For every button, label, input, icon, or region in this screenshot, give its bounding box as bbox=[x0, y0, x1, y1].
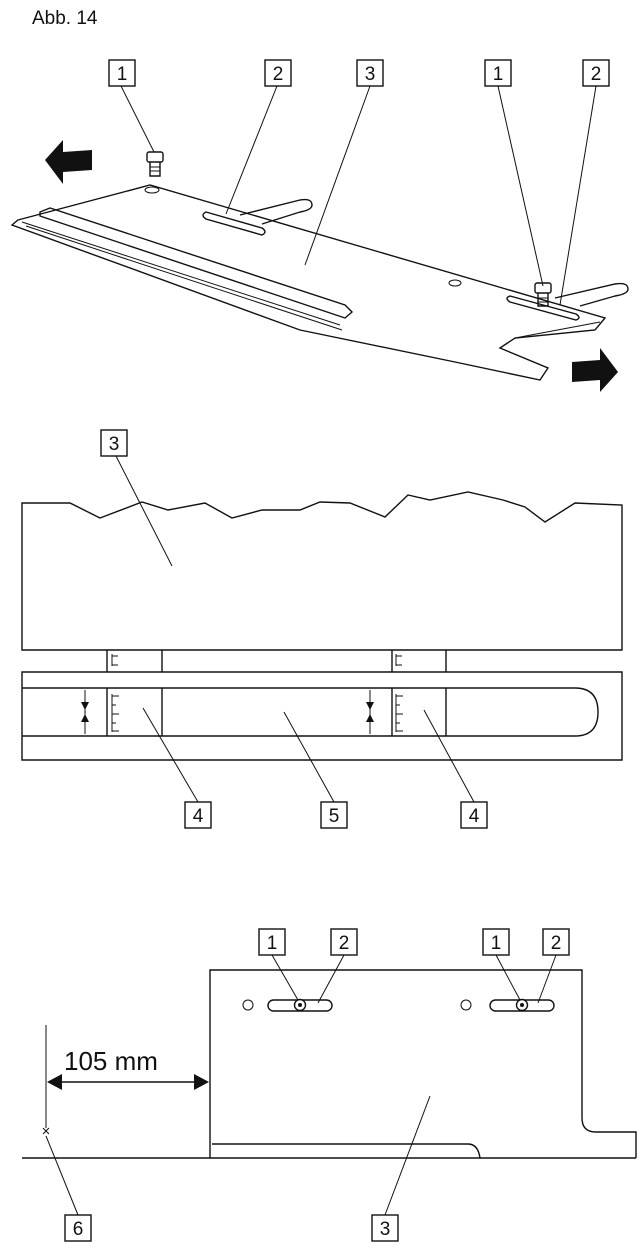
figure-title: Abb. 14 bbox=[32, 8, 98, 29]
leader-2-bottom-right bbox=[537, 954, 557, 1004]
svg-text:3: 3 bbox=[109, 434, 120, 455]
arrow-left-icon bbox=[45, 140, 92, 184]
leader-3-top bbox=[304, 85, 371, 266]
screw-head-left-icon bbox=[293, 998, 307, 1012]
svg-text:6: 6 bbox=[73, 1219, 84, 1240]
slotted-rail bbox=[21, 671, 623, 761]
channel-outline bbox=[22, 687, 599, 737]
svg-text:2: 2 bbox=[273, 64, 284, 85]
callout-1-bottom-left: 1 bbox=[258, 928, 286, 956]
tick-mark-left-upper bbox=[111, 654, 118, 666]
leader-4-left bbox=[142, 707, 199, 803]
plate-side-outline bbox=[209, 969, 637, 1158]
slot-right bbox=[506, 295, 580, 321]
gap-arrow-left-icon bbox=[81, 690, 89, 734]
plate-broken-section bbox=[21, 491, 623, 651]
svg-text:3: 3 bbox=[365, 64, 376, 85]
svg-text:4: 4 bbox=[469, 806, 480, 827]
scale-detail-view: 3 4 5 4 bbox=[21, 429, 623, 829]
svg-text:3: 3 bbox=[380, 1219, 391, 1240]
scale-connectors bbox=[106, 650, 447, 672]
slot-left bbox=[202, 211, 266, 236]
leader-2-left bbox=[225, 85, 278, 215]
callout-1-top-left: 1 bbox=[108, 59, 136, 87]
svg-text:4: 4 bbox=[193, 806, 204, 827]
callout-2-top-left: 2 bbox=[264, 59, 292, 87]
callout-5: 5 bbox=[320, 801, 348, 829]
leader-3-middle bbox=[115, 455, 173, 567]
callout-2-bottom-right: 2 bbox=[542, 928, 570, 956]
positioning-view: 105 mm 1 2 1 2 6 3 bbox=[22, 928, 637, 1242]
screw-head-right-icon bbox=[515, 998, 529, 1012]
tab-left bbox=[239, 198, 313, 225]
tab-right bbox=[554, 282, 629, 307]
callout-4-right: 4 bbox=[460, 801, 488, 829]
svg-text:2: 2 bbox=[551, 933, 562, 954]
svg-text:2: 2 bbox=[339, 933, 350, 954]
svg-text:1: 1 bbox=[267, 933, 278, 954]
leader-1-bottom-left bbox=[271, 954, 299, 1001]
tick-mark-right-upper bbox=[395, 654, 402, 666]
scale-block-edges bbox=[106, 688, 447, 736]
screw-right-icon bbox=[534, 282, 552, 307]
svg-text:1: 1 bbox=[117, 64, 128, 85]
leader-1-left bbox=[120, 85, 155, 153]
callout-3-middle: 3 bbox=[100, 429, 128, 457]
hole-left bbox=[144, 186, 160, 194]
leader-4-right bbox=[423, 709, 475, 803]
callout-2-bottom-left: 2 bbox=[330, 928, 358, 956]
isometric-plate-view: 1 2 3 1 2 bbox=[10, 59, 629, 392]
svg-text:1: 1 bbox=[493, 64, 504, 85]
dimension-label: 105 mm bbox=[64, 1046, 158, 1076]
plate-bottom-rail bbox=[212, 1143, 481, 1159]
rail-shadow-line-2 bbox=[25, 225, 343, 331]
callout-1-top-right: 1 bbox=[484, 59, 512, 87]
screw-left-icon bbox=[146, 151, 164, 177]
svg-text:5: 5 bbox=[329, 806, 340, 827]
callout-3-top: 3 bbox=[356, 59, 384, 87]
callout-2-top-right: 2 bbox=[582, 59, 610, 87]
dimension-arrow bbox=[47, 1074, 209, 1090]
callout-4-left: 4 bbox=[184, 801, 212, 829]
hole-middle bbox=[448, 279, 462, 287]
leader-1-right bbox=[497, 85, 544, 287]
scale-ticks-right bbox=[395, 694, 403, 732]
plate-outline bbox=[10, 184, 607, 381]
svg-text:1: 1 bbox=[491, 933, 502, 954]
svg-text:2: 2 bbox=[591, 64, 602, 85]
hole-bottom-right bbox=[460, 999, 472, 1011]
reference-point-icon bbox=[42, 1127, 50, 1135]
leader-5 bbox=[283, 711, 335, 803]
scale-ticks-left bbox=[111, 694, 119, 732]
leader-6 bbox=[45, 1135, 79, 1216]
plate-notch bbox=[514, 321, 601, 339]
callout-6: 6 bbox=[64, 1214, 92, 1242]
leader-2-right bbox=[559, 85, 597, 306]
leader-2-bottom-left bbox=[317, 954, 345, 1004]
arrow-right-icon bbox=[572, 348, 618, 392]
callout-1-bottom-right: 1 bbox=[482, 928, 510, 956]
leader-1-bottom-right bbox=[495, 954, 521, 1001]
hole-bottom-left bbox=[242, 999, 254, 1011]
rail-shadow-line bbox=[21, 221, 341, 326]
gap-arrow-right-icon bbox=[366, 690, 374, 734]
plate-rail bbox=[39, 207, 354, 319]
callout-3-bottom: 3 bbox=[371, 1214, 399, 1242]
leader-3-bottom bbox=[384, 1095, 431, 1216]
